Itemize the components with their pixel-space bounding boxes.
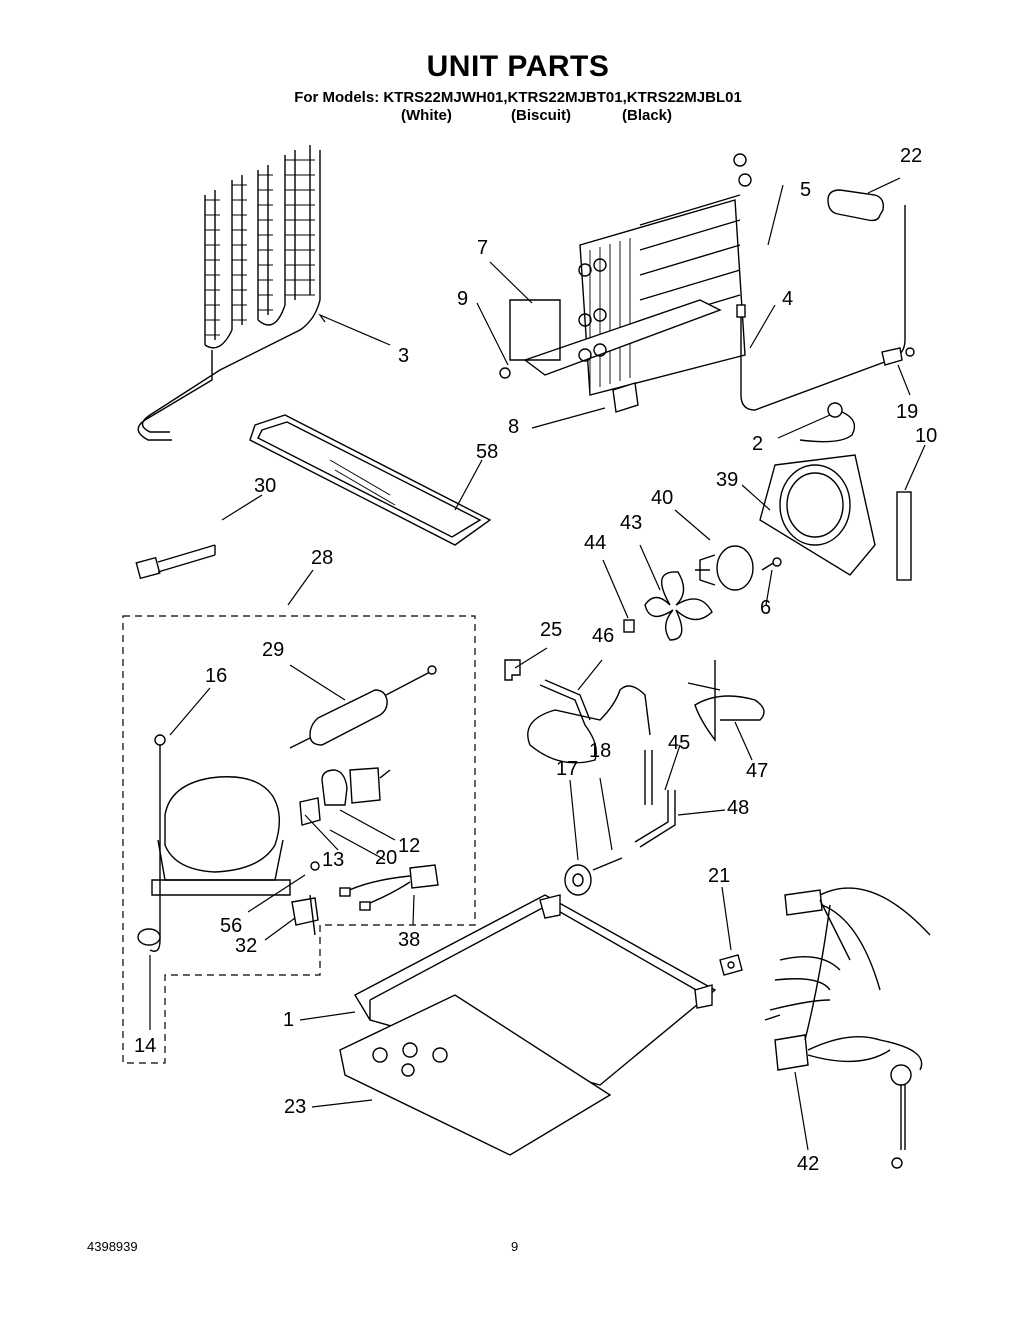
callout-20: 20 <box>375 847 397 869</box>
callout-17: 17 <box>556 758 578 780</box>
callout-8: 8 <box>508 416 519 438</box>
part-defrost-thermostat <box>799 402 856 443</box>
part-tube-47 <box>687 660 765 743</box>
part-fan-motor <box>695 545 754 591</box>
callout-6: 6 <box>760 597 771 619</box>
callout-10: 10 <box>915 425 937 447</box>
part-nut <box>719 954 743 976</box>
callout-42: 42 <box>797 1153 819 1175</box>
part-compressor <box>137 734 291 952</box>
callout-19: 19 <box>896 401 918 423</box>
callout-46: 46 <box>592 625 614 647</box>
callout-39: 39 <box>716 469 738 491</box>
callout-29: 29 <box>262 639 284 661</box>
callout-5: 5 <box>800 179 811 201</box>
callout-13: 13 <box>322 849 344 871</box>
doc-number: 4398939 <box>87 1239 138 1254</box>
callout-18: 18 <box>589 740 611 762</box>
callout-3: 3 <box>398 345 409 367</box>
callout-23: 23 <box>284 1096 306 1118</box>
callout-43: 43 <box>620 512 642 534</box>
part-tube-48 <box>634 790 676 848</box>
part-gasket-strip <box>896 491 912 581</box>
callout-58: 58 <box>476 441 498 463</box>
callout-40: 40 <box>651 487 673 509</box>
part-wire-harness <box>764 887 931 1169</box>
callout-1: 1 <box>283 1009 294 1031</box>
callout-labels: 3 58 30 28 7 9 8 5 4 22 19 2 10 39 40 43… <box>134 145 937 1175</box>
part-condenser-coil <box>137 145 321 441</box>
part-fan-blade <box>644 571 713 641</box>
part-bracket-25 <box>504 659 521 681</box>
callout-7: 7 <box>477 237 488 259</box>
part-base-plate <box>339 994 612 1156</box>
part-evaporator <box>499 153 752 413</box>
part-heater <box>135 544 216 580</box>
page-number: 9 <box>511 1239 519 1254</box>
callout-28: 28 <box>311 547 333 569</box>
color-biscuit-label: (Biscuit) <box>511 107 571 124</box>
part-drain-pan <box>249 414 492 546</box>
part-roller <box>564 857 623 896</box>
part-cap <box>827 189 885 222</box>
part-fan-shroud <box>759 454 876 576</box>
compressor-group-outline <box>122 615 476 1064</box>
models-line: For Models: KTRS22MJWH01,KTRS22MJBT01,KT… <box>294 89 742 106</box>
part-screw-6 <box>761 557 782 571</box>
callout-14: 14 <box>134 1035 156 1057</box>
callout-30: 30 <box>254 475 276 497</box>
part-defrost-wire <box>736 205 906 411</box>
part-drier <box>289 665 437 749</box>
part-relay <box>299 767 391 826</box>
callout-32: 32 <box>235 935 257 957</box>
callout-25: 25 <box>540 619 562 641</box>
callout-12: 12 <box>398 835 420 857</box>
callout-2: 2 <box>752 433 763 455</box>
callout-9: 9 <box>457 288 468 310</box>
callout-16: 16 <box>205 665 227 687</box>
part-base-frame <box>354 894 717 1086</box>
callout-56: 56 <box>220 915 242 937</box>
part-clip-44 <box>623 619 635 633</box>
part-clip <box>881 347 915 366</box>
leader-lines <box>149 177 926 1151</box>
color-white-label: (White) <box>401 107 452 124</box>
callout-48: 48 <box>727 797 749 819</box>
callout-22: 22 <box>900 145 922 167</box>
callout-47: 47 <box>746 760 768 782</box>
part-tube-45 <box>644 750 653 805</box>
callout-38: 38 <box>398 929 420 951</box>
callout-44: 44 <box>584 532 606 554</box>
color-black-label: (Black) <box>622 107 673 124</box>
callout-45: 45 <box>668 732 690 754</box>
part-tube-46 <box>527 679 651 764</box>
callout-4: 4 <box>782 288 793 310</box>
callout-21: 21 <box>708 865 730 887</box>
page-title: UNIT PARTS <box>426 50 610 83</box>
part-capacitor <box>291 861 439 936</box>
